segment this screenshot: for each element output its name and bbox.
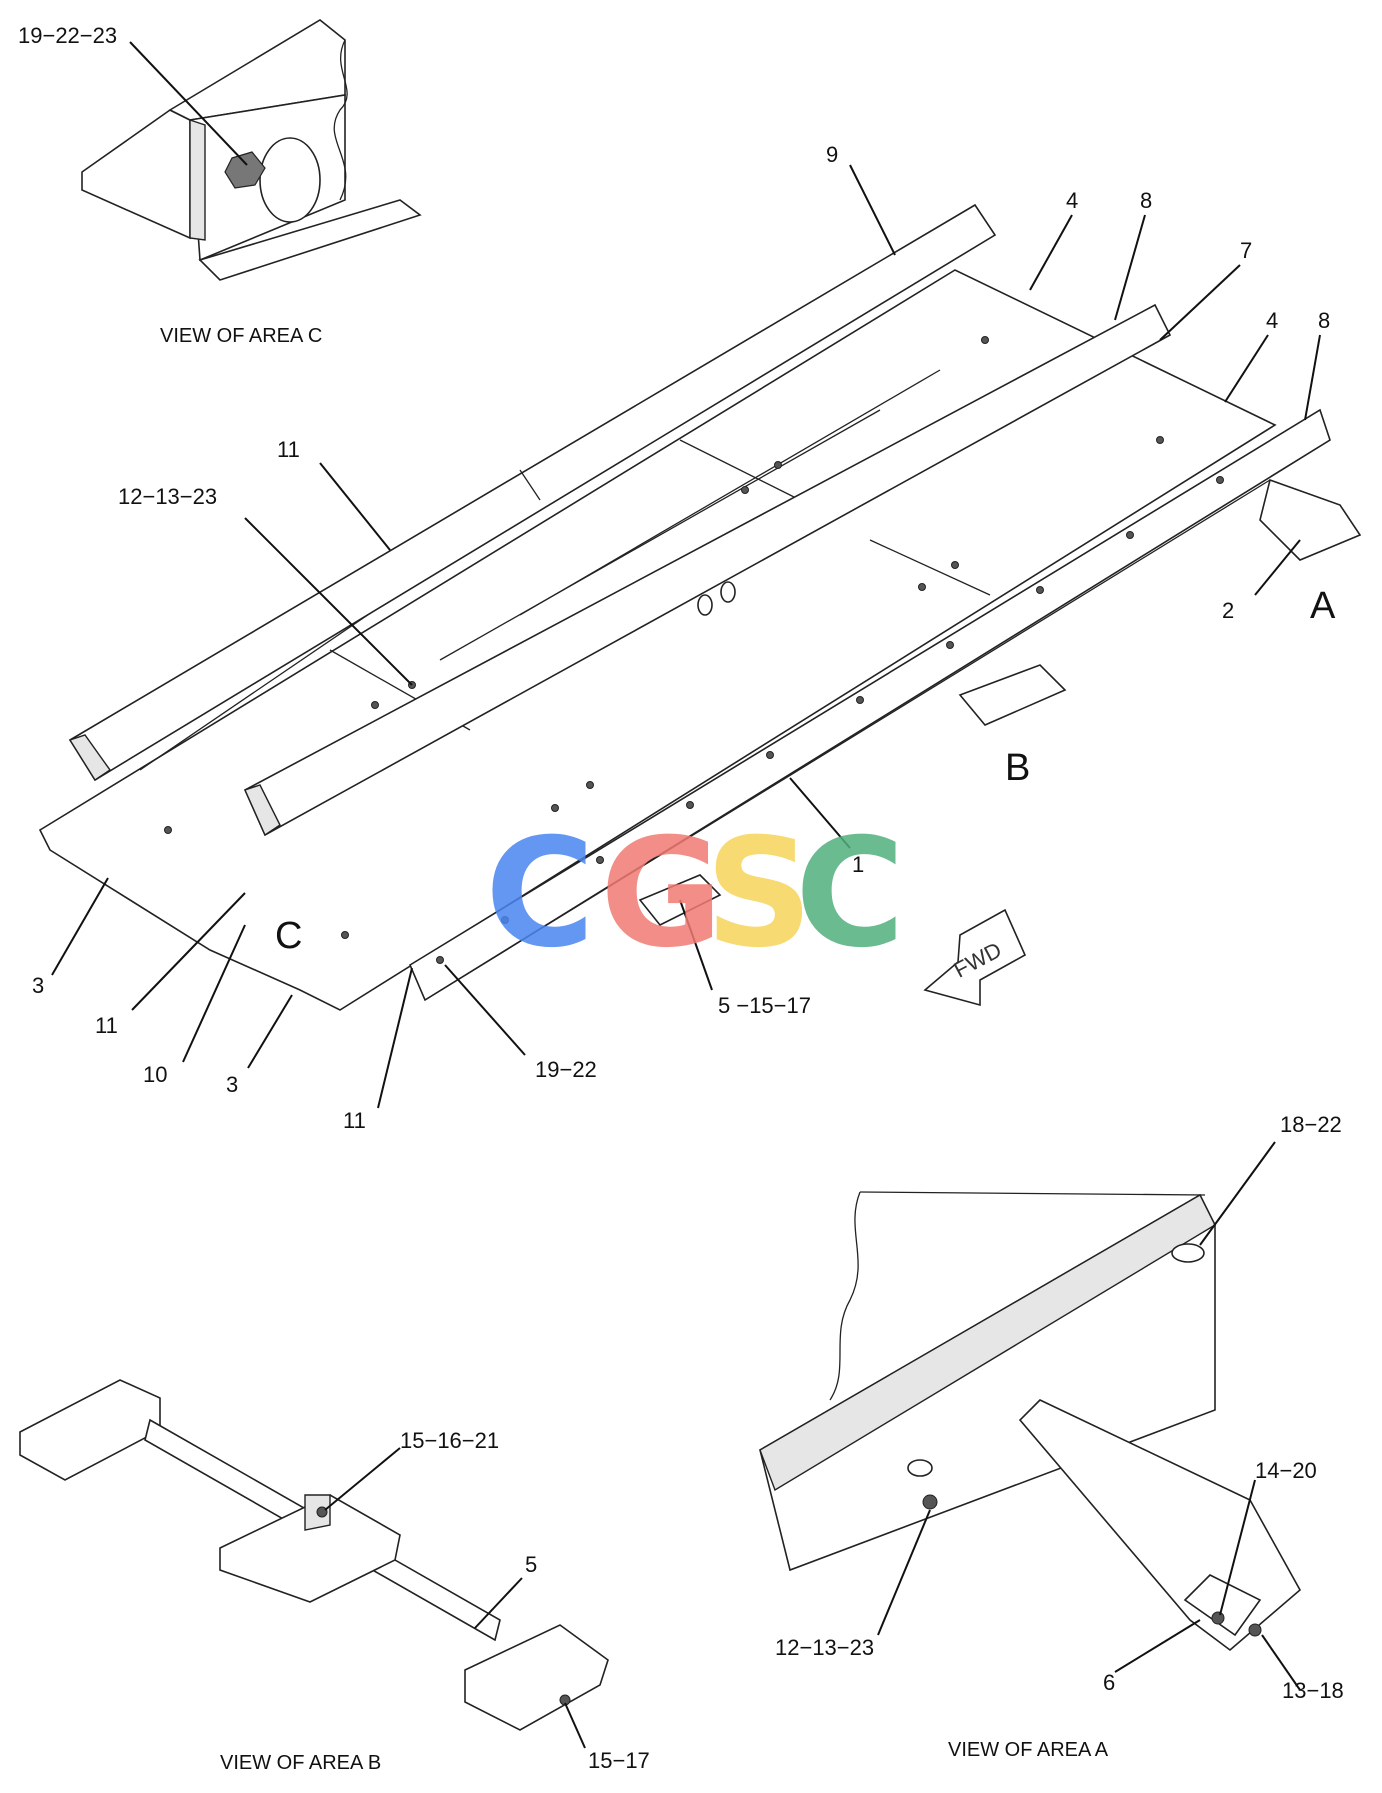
- view-a-detail: 18−22 14−20 12−13−23 6 13−18 VIEW OF ARE…: [759, 1112, 1344, 1761]
- callout-4-upper: 4: [1066, 188, 1078, 213]
- callout-15-17: 15−17: [588, 1748, 650, 1773]
- bracket-2-detail: [1018, 1399, 1302, 1652]
- area-marker-b: B: [1005, 747, 1030, 789]
- callout-2: 2: [1222, 598, 1234, 623]
- watermark-letter-1: C: [485, 807, 595, 981]
- view-b-caption: VIEW OF AREA B: [220, 1752, 381, 1774]
- callout-5-15-17: 5 −15−17: [718, 993, 811, 1018]
- watermark-letter-3: S: [705, 807, 813, 981]
- callout-15-16-21: 15−16−21: [400, 1428, 499, 1453]
- callout-8-lower: 8: [1318, 308, 1330, 333]
- area-marker-a: A: [1310, 585, 1336, 627]
- callout-19-22-23: 19−22−23: [18, 23, 117, 48]
- view-c-caption: VIEW OF AREA C: [160, 325, 322, 347]
- watermark-letter-4: C: [795, 807, 905, 981]
- forward-arrow-icon: FWD: [923, 908, 1027, 1007]
- angle-rail-1: [408, 408, 1331, 1002]
- callout-8-upper: 8: [1140, 188, 1152, 213]
- floor-plate-assembly: [38, 269, 1277, 1011]
- watermark-letter-2: G: [600, 807, 723, 981]
- pad-b: [958, 664, 1067, 726]
- main-assembly: 9 4 8 7 4 8 11 12−13−23 2 1 3 11 10 3 11…: [32, 142, 1362, 1133]
- callout-3-left: 3: [32, 973, 44, 998]
- watermark-logo: C G S C: [485, 807, 905, 981]
- bracket-2: [1259, 478, 1362, 561]
- callout-9: 9: [826, 142, 838, 167]
- callout-14-20: 14−20: [1255, 1458, 1317, 1483]
- callout-4-lower: 4: [1266, 308, 1278, 333]
- callout-6: 6: [1103, 1670, 1115, 1695]
- callout-18-22: 18−22: [1280, 1112, 1342, 1137]
- pad-left: [19, 1379, 161, 1481]
- pad-right: [464, 1624, 609, 1731]
- callout-11-left: 11: [95, 1013, 118, 1038]
- callout-5-detail: 5: [525, 1552, 537, 1577]
- view-a-caption: VIEW OF AREA A: [948, 1739, 1109, 1761]
- callout-10: 10: [143, 1062, 167, 1087]
- leader-line: [129, 41, 248, 166]
- callout-3-center: 3: [226, 1072, 238, 1097]
- callout-13-18: 13−18: [1282, 1678, 1344, 1703]
- callout-7: 7: [1240, 238, 1252, 263]
- bolt-head: [1171, 1243, 1205, 1263]
- area-marker-c: C: [275, 915, 302, 957]
- callout-11-bottom: 11: [343, 1108, 366, 1133]
- view-c-detail: 19−22−23 VIEW OF AREA C: [18, 19, 422, 347]
- callout-12-13-23-detail: 12−13−23: [775, 1635, 874, 1660]
- callout-19-22: 19−22: [535, 1057, 597, 1082]
- view-b-detail: 15−16−21 5 15−17 VIEW OF AREA B: [19, 1379, 650, 1774]
- callout-1: 1: [852, 852, 864, 877]
- callout-12-13-23: 12−13−23: [118, 484, 217, 509]
- callout-11-top: 11: [277, 437, 300, 462]
